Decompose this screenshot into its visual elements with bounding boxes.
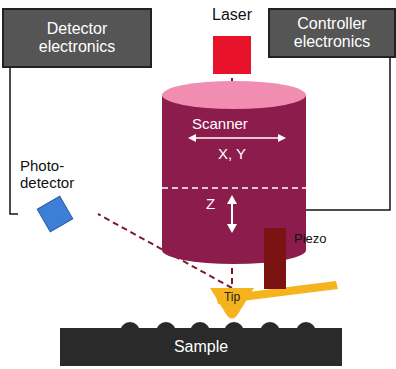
scanner-divider	[162, 187, 306, 189]
node-label: Scanner	[192, 116, 282, 133]
piezo-actuator	[264, 228, 286, 289]
piezo-block: Piezo	[264, 226, 344, 290]
tip-body	[210, 288, 254, 319]
signal-wire	[10, 68, 18, 214]
electronics-box: Detector electronics	[2, 8, 152, 68]
cylinder-top	[162, 81, 306, 109]
laser-source	[213, 36, 251, 74]
signal-wire	[306, 58, 390, 210]
z-arrow	[231, 202, 233, 226]
arrow-head	[278, 134, 286, 142]
node-label: Tip	[210, 291, 254, 304]
arrow-head	[188, 134, 196, 142]
node-label: Laser	[201, 6, 263, 24]
node-label: Controller electronics	[276, 15, 388, 50]
node-label: Sample	[174, 338, 228, 356]
node-label: Z	[206, 196, 226, 213]
arrow-head	[227, 195, 237, 204]
xy-arrow	[194, 137, 280, 139]
electronics-box: Controller electronics	[268, 8, 396, 58]
sample-stage: Sample	[60, 328, 342, 366]
node-label: X, Y	[218, 146, 278, 163]
node-label: Detector electronics	[22, 20, 132, 55]
node-label: Photo-detector	[20, 158, 96, 191]
arrow-head	[227, 224, 237, 233]
probe-tip: Tip	[210, 288, 254, 322]
node-label: Piezo	[294, 232, 344, 246]
laser-block: Laser	[201, 6, 263, 78]
photodetector: Photo-detector	[18, 158, 98, 238]
detector-square	[37, 196, 73, 232]
